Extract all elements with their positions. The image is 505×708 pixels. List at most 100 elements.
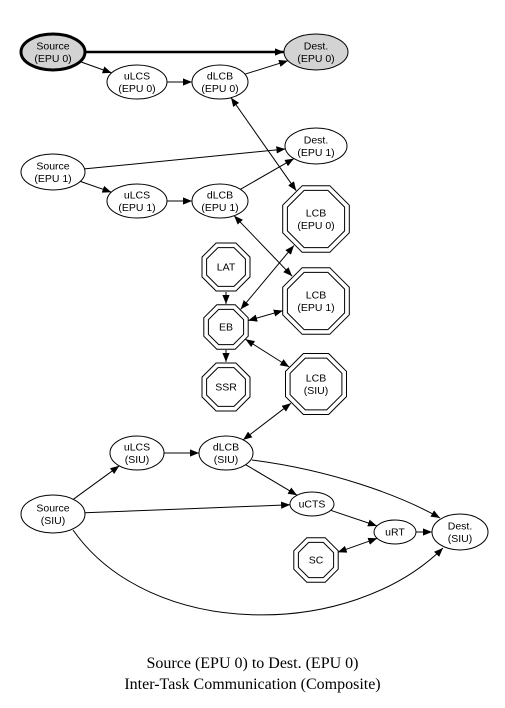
node-shape <box>373 519 417 545</box>
node-label-line: (EPU 0) <box>297 220 334 232</box>
node-label-line: (SIU) <box>41 515 66 527</box>
node-outer-border <box>201 362 251 412</box>
node-inner-border <box>206 367 246 407</box>
node-label-line: (EPU 1) <box>34 173 71 185</box>
node-inner-border <box>297 541 335 579</box>
node-sc: SC <box>293 537 339 583</box>
node-inner-border <box>206 247 246 287</box>
edge-dlcb-epu0-to-dest-epu0 <box>244 59 289 75</box>
node-inner-border <box>286 271 346 331</box>
edge-eb-to-lcb-siu <box>245 338 290 368</box>
edge-src-siu-to-dest-siu <box>72 529 444 616</box>
edge-dlcb-siu-to-lcb-siu <box>242 402 292 441</box>
node-shape <box>191 183 249 219</box>
node-lcb-epu0: LCB(EPU 0) <box>282 185 350 253</box>
edge-src-epu1-to-ulcs-epu1 <box>80 180 112 193</box>
node-label-line: SC <box>309 555 324 567</box>
node-shape <box>106 64 168 100</box>
communication-graph: Source(EPU 0)Dest.(EPU 0)uLCS(EPU 0)dLCB… <box>19 32 489 616</box>
node-shape <box>109 435 165 471</box>
node-shape <box>283 33 349 71</box>
node-label-line: uRT <box>385 527 405 539</box>
node-label-line: (SIU) <box>448 533 473 545</box>
edge-src-siu-to-ulcs-siu <box>73 465 120 500</box>
node-label-line: (EPU 0) <box>34 53 71 65</box>
node-eb: EB <box>203 304 249 350</box>
node-label-line: (SIU) <box>214 454 239 466</box>
node-outer-border <box>285 353 347 415</box>
node-shape <box>431 513 489 551</box>
node-label-line: (EPU 1) <box>201 202 238 214</box>
caption-title: Source (EPU 0) to Dest. (EPU 0) <box>146 655 359 672</box>
node-label-line: (SIU) <box>125 454 150 466</box>
node-shape <box>284 127 348 165</box>
node-shape <box>198 435 254 471</box>
node-dlcb-epu0: dLCB(EPU 0) <box>191 64 249 100</box>
node-inner-border <box>207 308 245 346</box>
node-shape <box>289 491 335 517</box>
node-ulcs-epu1: uLCS(EPU 1) <box>106 183 168 219</box>
node-label-line: LAT <box>217 262 236 274</box>
node-src-siu: Source(SIU) <box>20 494 86 534</box>
node-label-line: (EPU 1) <box>297 147 334 159</box>
edge-dlcb-siu-to-dest-siu <box>251 459 441 519</box>
node-label-line: uCTS <box>299 499 326 511</box>
node-ssr: SSR <box>201 362 251 412</box>
edge-ucts-to-urt <box>330 509 378 527</box>
node-label-line: (SIU) <box>304 385 329 397</box>
edge-dlcb-epu1-to-dest-epu1 <box>240 158 295 190</box>
node-label-line: SSR <box>215 382 237 394</box>
node-lcb-siu: LCB(SIU) <box>285 353 347 415</box>
node-lcb-epu1: LCB(EPU 1) <box>282 267 350 335</box>
node-dest-epu0: Dest.(EPU 0) <box>283 33 349 71</box>
node-shape <box>191 64 249 100</box>
node-dest-siu: Dest.(SIU) <box>431 513 489 551</box>
node-shape <box>20 153 86 191</box>
node-dlcb-epu1: dLCB(EPU 1) <box>191 183 249 219</box>
edge-lcb-epu0-to-eb <box>240 245 295 310</box>
node-label-line: (EPU 1) <box>118 202 155 214</box>
node-label-line: Source <box>36 502 69 514</box>
edge-dlcb-siu-to-ucts <box>245 464 298 496</box>
node-label-line: Dest. <box>304 134 329 146</box>
edge-src-epu1-to-dest-epu1 <box>84 146 286 170</box>
node-outer-border <box>203 304 249 350</box>
node-label-line: uLCS <box>124 189 150 201</box>
node-ucts: uCTS <box>289 491 335 517</box>
node-label-line: Dest. <box>304 40 329 52</box>
node-lat: LAT <box>201 242 251 292</box>
node-shape <box>106 183 168 219</box>
node-label-line: (EPU 0) <box>201 83 238 95</box>
node-label-line: LCB <box>306 372 326 384</box>
node-urt: uRT <box>373 519 417 545</box>
node-label-line: Dest. <box>448 520 473 532</box>
edge-sc-to-urt <box>337 537 378 553</box>
node-label-line: uLCS <box>124 70 150 82</box>
node-src-epu1: Source(EPU 1) <box>20 153 86 191</box>
node-src-epu0: Source(EPU 0) <box>19 32 87 72</box>
edge-lcb-epu1-to-eb <box>247 309 283 322</box>
node-label-line: dLCB <box>207 70 233 82</box>
node-label-line: uLCS <box>124 441 150 453</box>
node-inner-border <box>286 189 346 249</box>
node-outer-border <box>282 267 350 335</box>
node-shape <box>20 494 86 534</box>
edge-dlcb-epu0-to-lcb-epu0 <box>230 97 297 191</box>
edge-src-epu0-to-ulcs-epu0 <box>79 61 112 74</box>
node-label-line: (EPU 0) <box>297 53 334 65</box>
node-label-line: dLCB <box>213 441 239 453</box>
node-outer-border <box>201 242 251 292</box>
node-label-line: (EPU 0) <box>118 83 155 95</box>
node-outer-border <box>293 537 339 583</box>
caption-subtitle: Inter-Task Communication (Composite) <box>124 676 381 693</box>
node-ulcs-epu0: uLCS(EPU 0) <box>106 64 168 100</box>
node-inner-border <box>289 357 343 411</box>
node-outer-border <box>282 185 350 253</box>
node-dlcb-siu: dLCB(SIU) <box>198 435 254 471</box>
edge-src-siu-to-ucts <box>84 501 291 514</box>
node-label-line: LCB <box>306 289 326 301</box>
node-label-line: Source <box>36 160 69 172</box>
node-label-line: (EPU 1) <box>297 302 334 314</box>
nodes-layer: Source(EPU 0)Dest.(EPU 0)uLCS(EPU 0)dLCB… <box>19 32 489 583</box>
edges-layer <box>72 48 444 616</box>
